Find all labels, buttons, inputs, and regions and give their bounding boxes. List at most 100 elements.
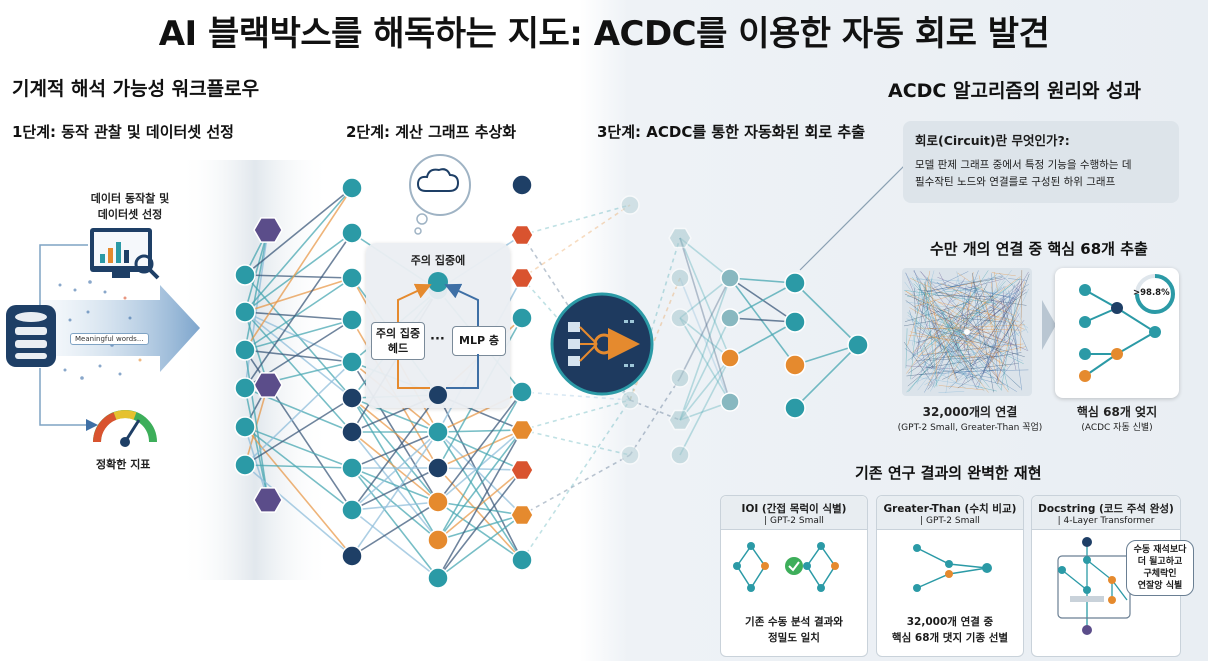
step1-label: 1단계: 동작 관찰 및 데이터셋 선정	[12, 123, 234, 141]
network-node	[511, 307, 533, 329]
network-node	[427, 491, 449, 513]
bubble-line-2: 더 될고하고	[1137, 557, 1183, 567]
data-selection-label-1: 데이터 동작찰 및	[90, 192, 170, 205]
dense-sublabel: (GPT-2 Small, Greater-Than 꼭업)	[897, 423, 1043, 433]
data-selection-label-2: 데이터셋 선정	[97, 208, 163, 221]
network-node	[234, 301, 256, 323]
network-node	[234, 416, 256, 438]
reproduce-heading: 기존 연구 결과의 완벽한 재현	[855, 464, 1042, 482]
card-doc-title: Docstring (코드 주석 완성)	[1038, 503, 1174, 515]
network-node	[341, 222, 363, 244]
workflow-heading: 기계적 해석 가능성 워크플로우	[12, 78, 260, 100]
card-gt-caption-2: 핵심 68개 댓지 기종 선별	[891, 632, 1009, 644]
circuit-answer-2: 필수작틴 노드와 연결를로 구성된 하위 그래프	[915, 176, 1116, 188]
network-hex-node	[668, 409, 692, 431]
network-hex-node	[510, 419, 534, 441]
bubble-line-4: 연잘앙 식뵐	[1137, 581, 1183, 591]
dense-connection-tangle	[902, 268, 1032, 396]
metric-label: 정확한 지표	[96, 458, 151, 471]
network-node	[670, 445, 690, 465]
network-hex-node	[510, 504, 534, 526]
sparse-circuit-graph	[1079, 274, 1175, 382]
gauge-icon	[93, 410, 157, 447]
monitor-chart-icon	[90, 228, 160, 280]
database-icon	[6, 305, 56, 367]
bubble-line-1: 수동 재석보다	[1133, 545, 1187, 555]
network-node	[784, 311, 806, 333]
network-node	[341, 177, 363, 199]
network-node	[341, 351, 363, 373]
network-hex-node	[253, 372, 283, 398]
network-hex-node	[668, 227, 692, 249]
network-node	[620, 195, 640, 215]
network-node	[670, 308, 690, 328]
sparse-circuit-box	[1055, 268, 1179, 398]
circuit-answer-1: 모델 판제 그래프 중에서 특정 기능을 수행하는 데	[915, 159, 1132, 171]
network-node	[427, 529, 449, 551]
step2-label: 2단계: 계산 그래프 추상화	[346, 123, 517, 141]
network-node	[720, 268, 740, 288]
network-nodes	[234, 174, 869, 589]
docstring-bubble: 수동 재석보다 더 될고하고 구체락인 연잘앙 식뵐	[1126, 540, 1194, 596]
card-ioi-caption-1: 기존 수동 분석 결과와	[745, 616, 843, 628]
bubble-line-3: 구체락인	[1143, 569, 1177, 579]
data-flow-arrow	[40, 285, 200, 372]
network-node	[234, 454, 256, 476]
network-node	[511, 549, 533, 571]
network-node	[784, 272, 806, 294]
network-node	[620, 445, 640, 465]
acdc-heading: ACDC 알고리즘의 원리와 성과	[888, 80, 1142, 102]
card-ioi-title: IOI (간접 목럭이 식별)	[741, 503, 847, 515]
network-hex-node	[510, 459, 534, 481]
network-node	[341, 499, 363, 521]
network-node	[511, 174, 533, 196]
step3-label: 3단계: ACDC를 통한 자동화된 회로 추출	[597, 123, 866, 141]
network-node	[720, 308, 740, 328]
attention-head-label-1: 주의 집중	[375, 327, 421, 340]
network-hex-node	[253, 487, 283, 513]
sparse-badge: >98.8%	[1133, 288, 1170, 298]
arrow-tag: Meaningful words...	[70, 333, 149, 345]
network-node	[720, 348, 740, 368]
network-node	[720, 392, 740, 412]
acdc-algorithm-icon	[550, 292, 654, 396]
network-node	[234, 377, 256, 399]
card-gt-caption-1: 32,000개 연결 중	[906, 616, 994, 628]
network-hex-node	[253, 217, 283, 243]
card-ioi-model: | GPT-2 Small	[764, 516, 824, 526]
card-gt-title: Greater-Than (수치 비교)	[883, 503, 1017, 515]
network-node	[670, 268, 690, 288]
network-node	[341, 545, 363, 567]
sparse-label: 핵심 68개 엊지	[1076, 405, 1158, 419]
network-node	[341, 421, 363, 443]
network-hex-node	[510, 267, 534, 289]
network-node	[620, 390, 640, 410]
network-node	[341, 457, 363, 479]
network-hex-node	[510, 224, 534, 246]
card-gt-graph	[913, 544, 992, 592]
network-node	[341, 267, 363, 289]
attention-head-label-2: 헤드	[387, 342, 409, 355]
network-node	[341, 387, 363, 409]
thought-cloud-icon	[409, 154, 471, 235]
card-doc-graph	[1057, 537, 1131, 635]
circuit-definition-box: 회로(Circuit)란 무엇인가?: 모델 판제 그래프 중에서 특정 기능을…	[903, 121, 1179, 203]
mlp-layer-box: MLP 층	[452, 326, 506, 356]
attention-head-box: 주의 집중 헤드	[371, 322, 425, 360]
network-node	[341, 309, 363, 331]
network-node	[847, 334, 869, 356]
card-ioi-graph	[733, 542, 839, 592]
check-icon	[785, 557, 803, 575]
card-gt-model: | GPT-2 Small	[920, 516, 980, 526]
network-node	[784, 354, 806, 376]
network-node	[427, 421, 449, 443]
sparse-sublabel: (ACDC 자동 신별)	[1081, 423, 1153, 433]
extract-heading: 수만 개의 연결 중 핵심 68개 추출	[930, 240, 1148, 258]
network-node	[234, 264, 256, 286]
chevron-right-icon	[1042, 300, 1056, 350]
circuit-question: 회로(Circuit)란 무엇인가?:	[915, 133, 1070, 148]
network-node	[427, 567, 449, 589]
dense-label: 32,000개의 연결	[922, 405, 1018, 419]
card-docstring: Docstring (코드 주석 완성) | 4-Layer Transform…	[1031, 495, 1194, 657]
